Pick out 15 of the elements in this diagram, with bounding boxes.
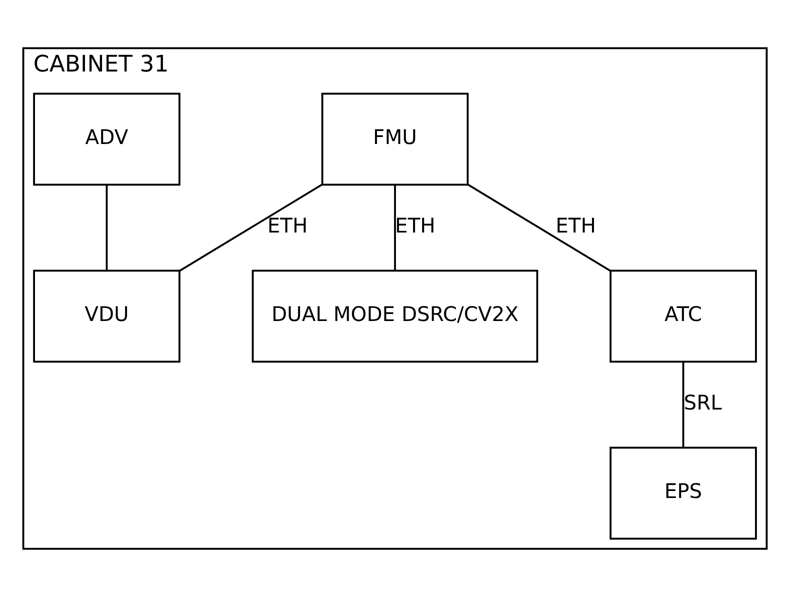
node-box: EPS xyxy=(610,446,757,540)
node-box: ADV xyxy=(33,92,180,186)
edge-label: SRL xyxy=(684,390,722,414)
node-box: DUAL MODE DSRC/CV2X xyxy=(252,269,538,362)
edge-label: ETH xyxy=(395,213,436,238)
node-box: FMU xyxy=(321,92,469,186)
node-box: ATC xyxy=(610,269,757,362)
node-box: VDU xyxy=(33,269,180,362)
connector xyxy=(682,361,684,448)
connector xyxy=(467,183,612,272)
connector xyxy=(106,184,108,270)
edge-label: ETH xyxy=(267,213,308,238)
connector xyxy=(394,184,396,270)
edge-label: ETH xyxy=(556,213,596,238)
connector xyxy=(178,183,323,272)
